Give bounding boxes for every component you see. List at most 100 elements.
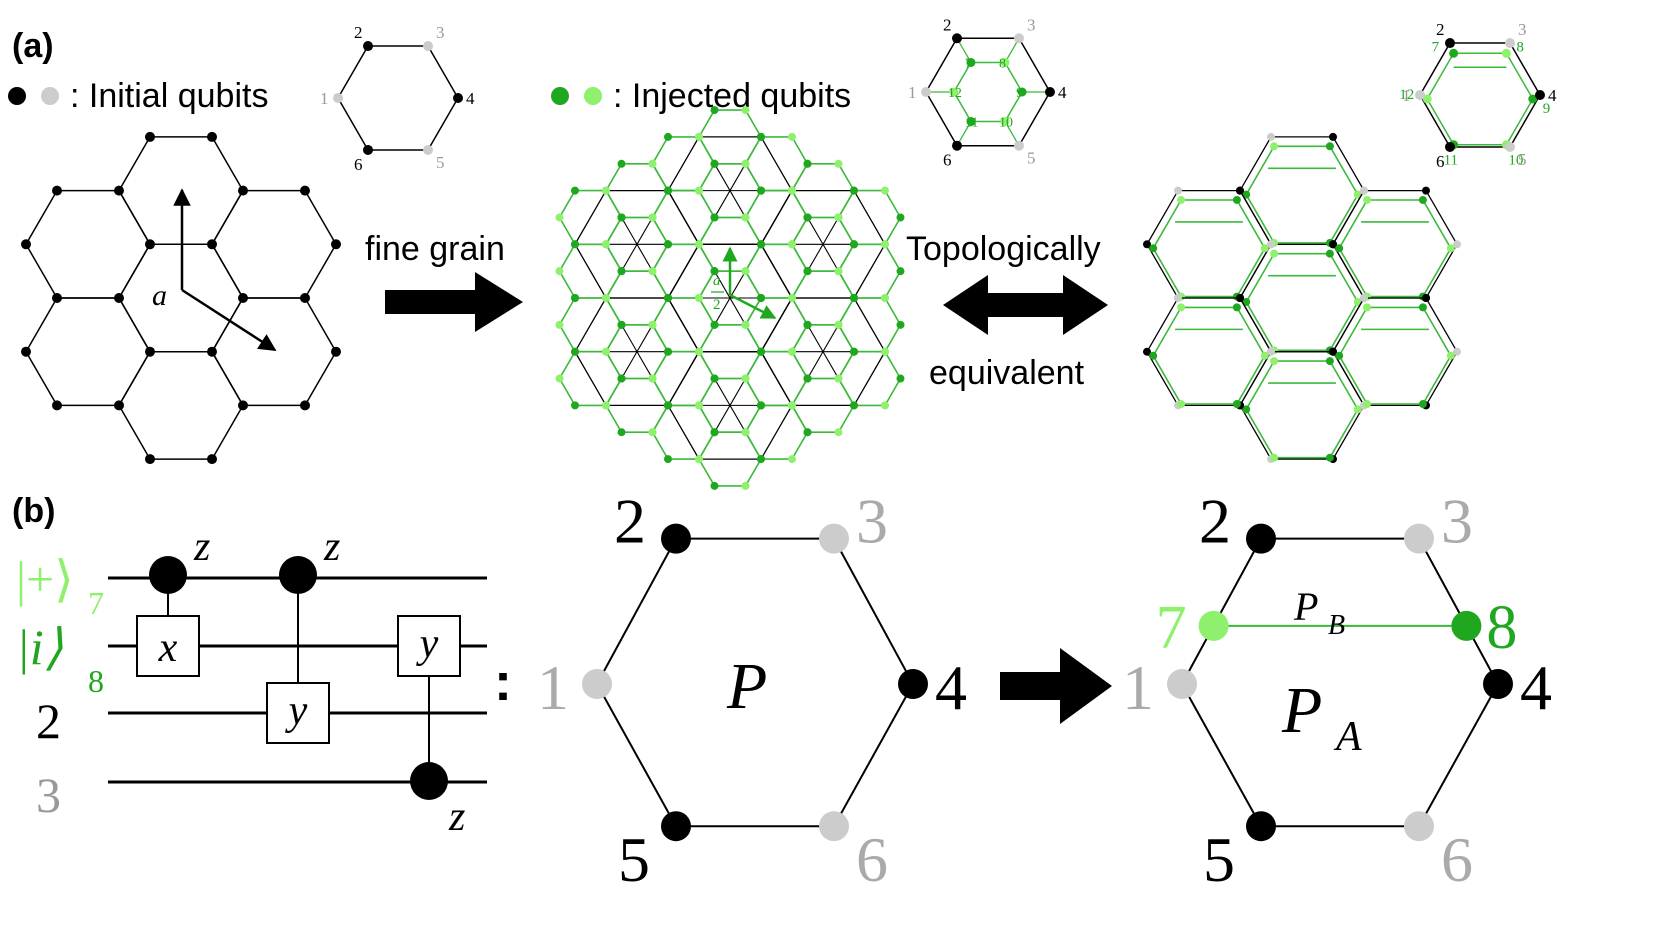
injected-qubit-dot xyxy=(1177,400,1186,409)
qubit-dot xyxy=(1143,347,1151,356)
inset-hexagon xyxy=(337,45,459,151)
lattice-constant-a: a xyxy=(152,279,167,312)
injected-qubit-dot xyxy=(710,481,719,490)
outer-hexagon xyxy=(1239,136,1365,245)
inset-qubit-dot xyxy=(453,93,463,103)
injected-qubit-dot xyxy=(850,240,858,249)
inset-qubit-dot xyxy=(363,144,373,155)
lattice-vector-diag xyxy=(181,288,277,352)
qubit-dot xyxy=(1143,240,1151,249)
label-n5: 5 xyxy=(1203,824,1235,895)
injected-qubit-dot xyxy=(602,401,610,410)
inset-injected-dot xyxy=(1017,87,1027,97)
label-n2: 2 xyxy=(1199,486,1231,557)
inset-label-n10: 10 xyxy=(999,116,1013,131)
injected-qubit-dot xyxy=(695,294,703,302)
qubit-dot xyxy=(238,185,248,196)
inset-label-n7: 7 xyxy=(1432,39,1440,55)
injected-qubit-dot xyxy=(617,159,626,168)
lattice-hexagon xyxy=(25,297,151,407)
injected-qubit-dot xyxy=(1149,244,1158,253)
injected-qubit-dot xyxy=(757,347,765,356)
injected-qubit-dot xyxy=(850,401,858,410)
qubit-dot xyxy=(52,293,62,303)
injected-qubit-dot xyxy=(664,401,672,410)
inset-label-n4: 4 xyxy=(1548,86,1557,105)
qubit-n6 xyxy=(1404,811,1434,842)
injected-qubit-dot xyxy=(1242,405,1251,414)
injected-qubit-dot xyxy=(617,428,626,437)
injected-qubit-dot xyxy=(710,106,719,115)
label-pa: P xyxy=(1281,674,1322,747)
injected-qubit-dot xyxy=(788,132,796,141)
inset-label-n6: 6 xyxy=(1436,152,1445,171)
injected-qubit-dot xyxy=(881,347,889,356)
injected-qubit-dot xyxy=(1177,303,1186,312)
injected-qubit-dot xyxy=(803,374,812,383)
qubit-dot xyxy=(1422,186,1430,195)
injected-qubit-dot xyxy=(741,106,750,115)
injected-qubit-dot xyxy=(1260,351,1269,360)
injected-qubit-dot xyxy=(757,401,765,410)
qubit-dot xyxy=(207,454,217,465)
inset-label-n12: 12 xyxy=(948,86,962,101)
inset-label-n2: 2 xyxy=(943,15,952,34)
inset-qubit-dot xyxy=(1445,141,1455,152)
inset-qubit-dot xyxy=(1045,87,1055,97)
inset-label-n6: 6 xyxy=(354,155,363,174)
ket-i-subscript: 8 xyxy=(88,663,104,699)
injected-qubit-dot xyxy=(1446,351,1455,360)
inset-label-n11: 11 xyxy=(965,116,978,131)
inner-green-hexagon xyxy=(1338,306,1452,405)
injected-qubit-dot xyxy=(710,320,719,329)
inset-label-n1: 1 xyxy=(908,83,917,102)
injected-qubit-dot xyxy=(602,240,610,249)
injected-qubit-dot xyxy=(664,132,672,141)
injected-qubit-dot xyxy=(803,267,812,276)
legend-dark-green-dot xyxy=(551,87,569,105)
injected-qubit-dot xyxy=(710,267,719,276)
label-7: 7 xyxy=(1156,594,1187,662)
qubit-dot xyxy=(21,346,31,357)
fine-grain-arrow xyxy=(385,272,523,332)
wire-2-label: 2 xyxy=(36,693,61,749)
injected-qubit-dot xyxy=(555,374,564,383)
qubit-dot xyxy=(207,239,217,250)
injected-qubit-dot xyxy=(648,267,657,276)
inner-green-hexagon xyxy=(1338,199,1452,298)
injected-qubit-dot xyxy=(757,186,765,195)
label-n6: 6 xyxy=(856,824,888,895)
gate3-control xyxy=(410,762,448,800)
injected-qubit-dot xyxy=(757,294,765,302)
inset-qubit-dot xyxy=(333,93,343,103)
inner-green-hexagon xyxy=(1152,306,1266,405)
qubit-dot xyxy=(114,400,124,411)
qubit-n4 xyxy=(898,669,928,699)
injected-qubit-dot xyxy=(1177,195,1186,204)
legend-gray-dot xyxy=(41,87,59,105)
injected-qubit-dot xyxy=(617,267,626,276)
injected-qubit-dot xyxy=(571,401,579,410)
injected-qubit-dot xyxy=(1325,453,1334,462)
inset-qubit-dot xyxy=(1415,90,1425,100)
injected-qubit-dot xyxy=(602,294,610,302)
inset-label-n8: 8 xyxy=(1516,39,1524,55)
gate3-z-label: z xyxy=(448,794,465,840)
fine-vector-numerator: a xyxy=(713,273,721,289)
injected-qubit-dot xyxy=(1353,405,1362,414)
injected-qubit-dot xyxy=(788,294,796,302)
inner-green-hexagon xyxy=(1152,199,1266,298)
injected-qubit-dot xyxy=(788,186,796,195)
injected-qubit-dot xyxy=(664,347,672,356)
gate1-x-label: x xyxy=(158,625,178,671)
injected-qubit-dot xyxy=(695,132,703,141)
injected-qubit-dot xyxy=(834,267,843,276)
injected-qubit-dot xyxy=(602,186,610,195)
topologically-label: Topologically xyxy=(906,230,1101,268)
inset-qubit-dot xyxy=(423,144,433,155)
label-n4: 4 xyxy=(1520,652,1552,723)
injected-qubit-dot xyxy=(803,159,812,168)
label-n6: 6 xyxy=(1441,824,1473,895)
